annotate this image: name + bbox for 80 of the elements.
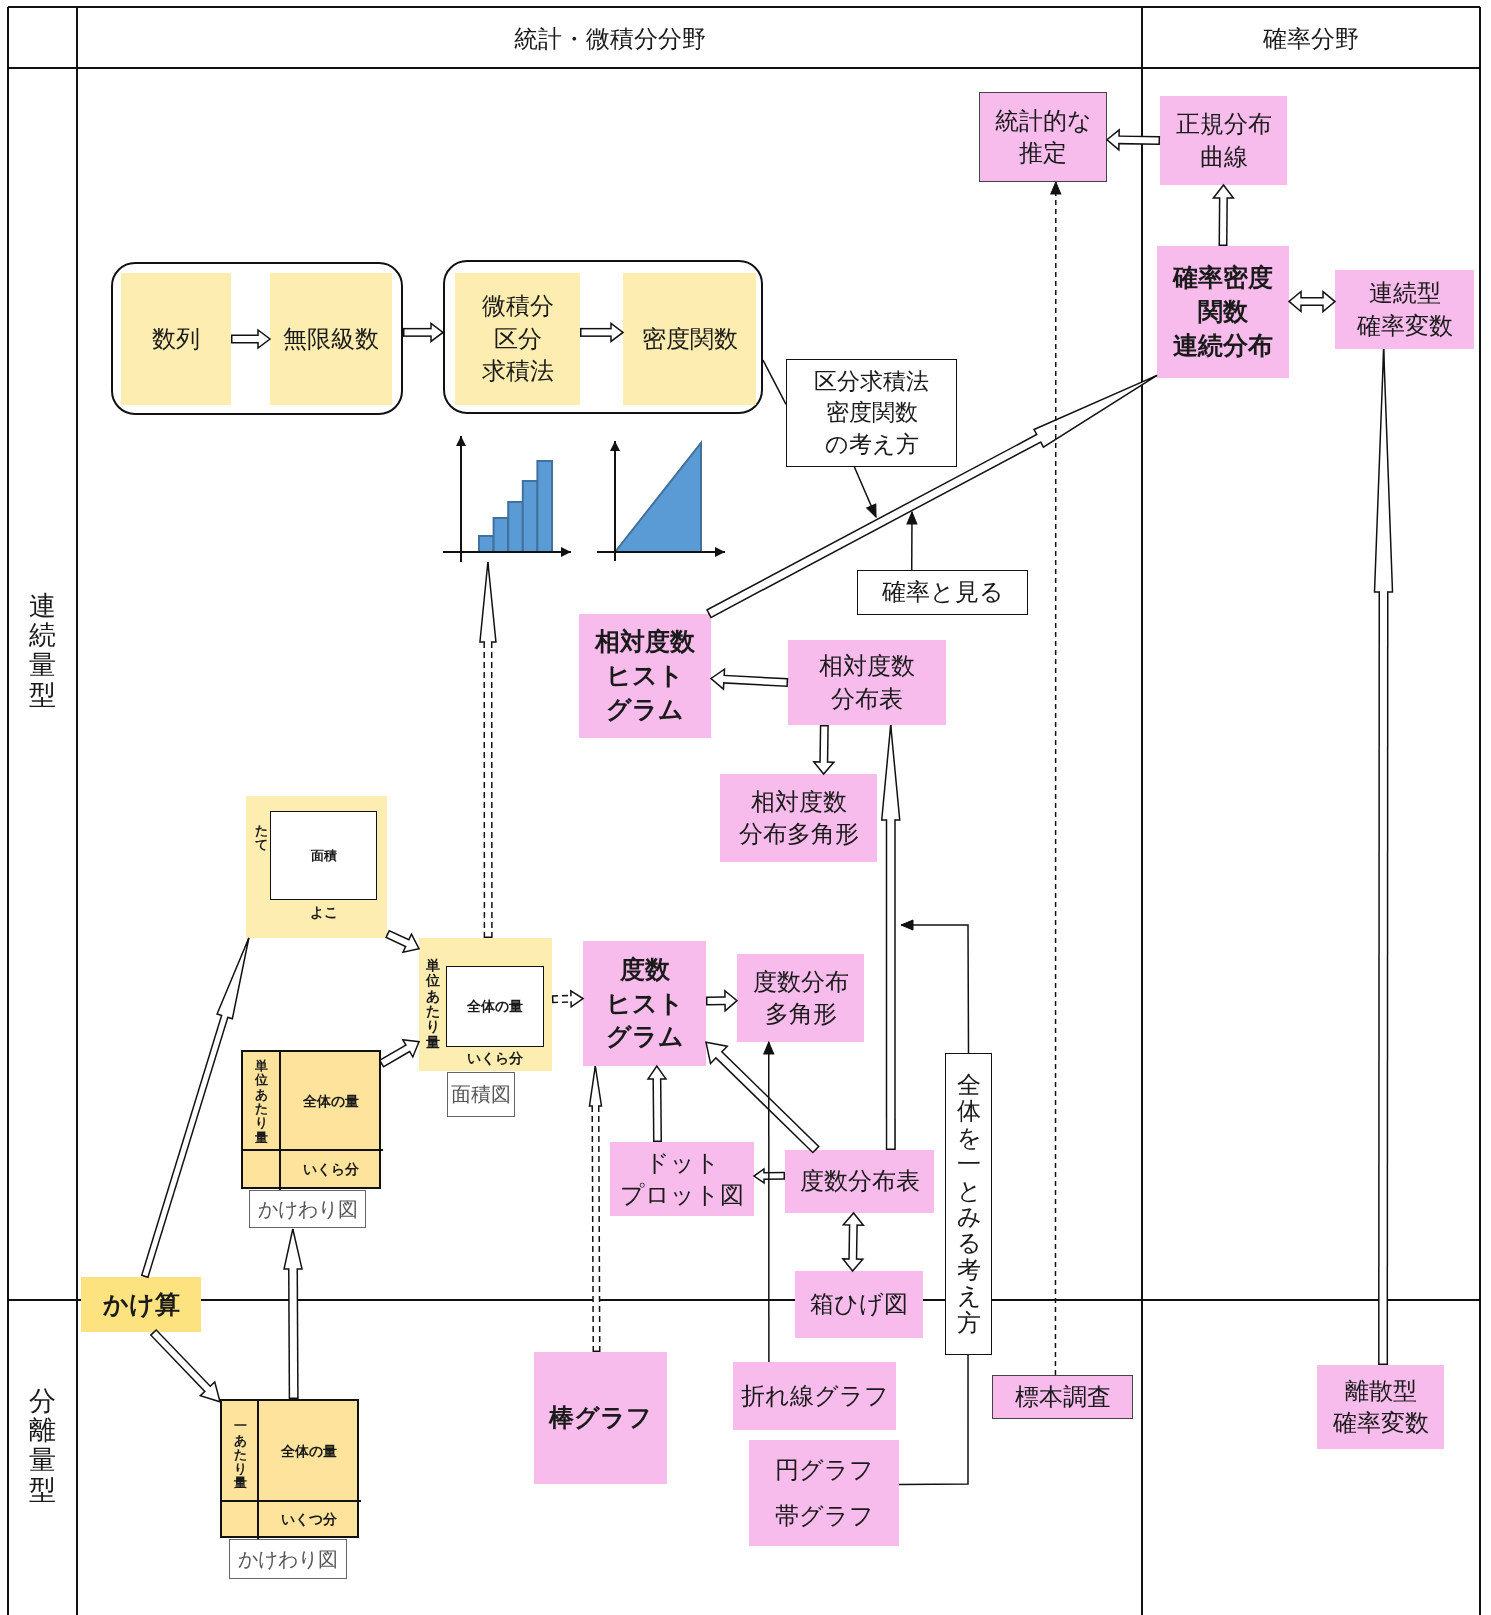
concept-box — [749, 1440, 899, 1546]
concept-box — [1157, 246, 1289, 378]
rounded-group-frame — [111, 262, 403, 415]
multiplication-diagram — [241, 1050, 381, 1189]
area-rectangle — [270, 811, 377, 900]
diagram-caption: かけわり図 — [249, 1190, 366, 1228]
node-text: 数列 — [152, 323, 200, 355]
concept-box — [455, 273, 580, 405]
node-text: 確率密度関数 — [1173, 262, 1273, 329]
node-text: 相対度数ヒストグラム — [595, 626, 695, 726]
node-text: 折れ線グラフ — [740, 1380, 889, 1412]
node-text: 区分求積法 — [481, 323, 554, 388]
area-diagram-card — [246, 796, 387, 938]
concept-box — [1317, 1365, 1444, 1449]
concept-box — [121, 273, 231, 405]
concept-box — [785, 1150, 934, 1213]
concept-box — [534, 1352, 667, 1484]
node-text: よこ — [309, 902, 338, 922]
node-text: 無限級数 — [283, 323, 379, 355]
node-text: 全体の量 — [467, 997, 523, 1016]
column-header: 統計・微積分分野 — [513, 23, 706, 55]
note-box — [857, 570, 1028, 615]
concept-box — [270, 273, 392, 405]
node-text: 相対度数分布多角形 — [738, 786, 859, 850]
concept-box — [737, 954, 864, 1042]
concept-box — [81, 1277, 201, 1332]
node-text: 区分求積法密度関数の考え方 — [814, 367, 929, 459]
node-text: 度数ヒストグラム — [605, 953, 684, 1054]
node-text: 箱ひげ図 — [810, 1289, 908, 1321]
concept-box — [788, 640, 946, 725]
concept-box — [979, 92, 1107, 182]
node-text: 微積分 — [481, 291, 554, 323]
concept-box — [610, 1142, 754, 1216]
node-text: 度数分布表 — [799, 1166, 920, 1198]
concept-box — [992, 1375, 1133, 1419]
node-text: いくら分 — [302, 1160, 359, 1179]
node-text: 正規分布曲線 — [1175, 109, 1272, 173]
node-text: 連続分布 — [1173, 329, 1273, 362]
node-text: 全体の量 — [280, 1441, 337, 1461]
node-text: たて — [255, 823, 268, 853]
diagram-caption: かけわり図 — [229, 1539, 347, 1579]
node-text: 単位あたり量 — [255, 1059, 268, 1145]
note-box — [945, 1053, 992, 1355]
node-text: 相対度数分布表 — [819, 651, 915, 715]
multiplication-diagram — [220, 1399, 359, 1538]
node-text: 単位あたり量 — [426, 957, 440, 1051]
concept-box — [1335, 270, 1474, 349]
concept-box — [1160, 96, 1287, 185]
note-box — [786, 359, 957, 467]
concept-box — [720, 774, 877, 862]
node-text: いくら分 — [467, 1048, 523, 1068]
node-text: 一あたり量 — [233, 1419, 247, 1491]
node-text: 統計的な推定 — [994, 105, 1092, 169]
concept-box — [733, 1362, 896, 1430]
row-header: 連続量型 — [28, 590, 56, 710]
node-text: 標本調査 — [1014, 1381, 1111, 1413]
node-text: 離散型確率変数 — [1332, 1375, 1429, 1439]
column-header: 確率分野 — [1263, 23, 1359, 55]
concept-box — [579, 614, 711, 738]
diagram-caption: 面積図 — [447, 1072, 515, 1117]
node-text: 全体の量 — [302, 1091, 359, 1111]
node-text: かけ算 — [102, 1288, 180, 1321]
node-text: 確率と見る — [881, 577, 1004, 609]
node-text: ドットプロット図 — [620, 1147, 744, 1211]
node-text: 円グラフ — [774, 1454, 874, 1486]
area-rectangle — [446, 966, 544, 1047]
area-diagram-card — [419, 938, 552, 1071]
node-text: 帯グラフ — [774, 1501, 874, 1532]
node-text: 密度関数 — [641, 323, 738, 355]
rounded-group-frame — [443, 260, 763, 414]
node-text: 棒グラフ — [549, 1402, 652, 1435]
concept-box — [583, 941, 706, 1066]
node-text: 全体を一とみる考え方 — [956, 1072, 981, 1336]
node-text: いくつ分 — [280, 1510, 337, 1529]
row-header: 分離量型 — [28, 1385, 56, 1505]
node-text: 連続型確率変数 — [1356, 278, 1453, 342]
node-text: 面積 — [310, 846, 337, 865]
node-text: 度数分布多角形 — [752, 966, 849, 1030]
concept-box — [623, 273, 756, 405]
concept-box — [795, 1271, 923, 1338]
